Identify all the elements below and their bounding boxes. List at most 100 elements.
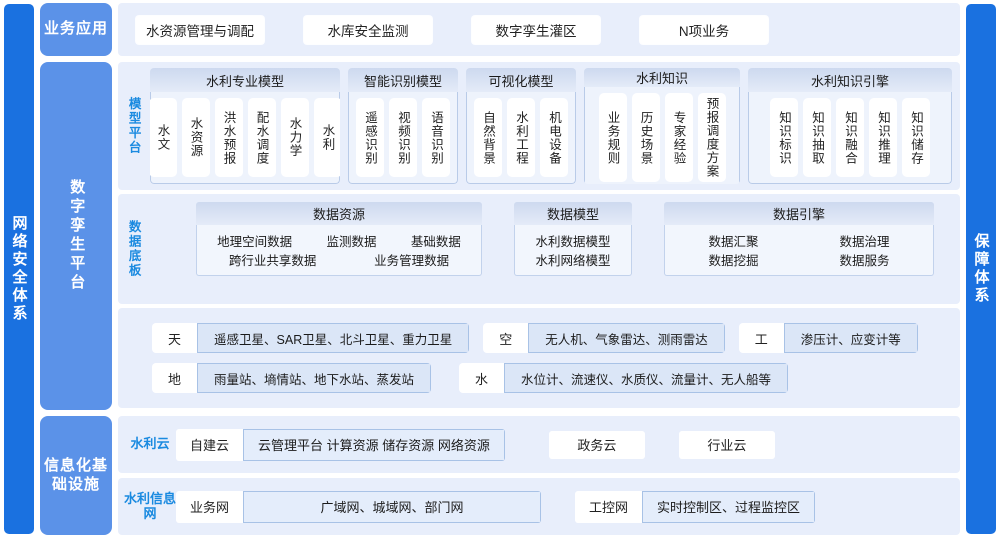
layer-business-applications: 业务应用 水资源管理与调配 水库安全监测 数字孪生灌区 N项业务: [40, 3, 960, 56]
sidebar-guarantee-system: 保障体系: [966, 4, 996, 534]
business-application-list: 水资源管理与调配 水库安全监测 数字孪生灌区 N项业务: [118, 3, 960, 56]
infra-row-water-cloud-label: 水利云: [130, 436, 170, 452]
app-chip-water-resource-management[interactable]: 水资源管理与调配: [136, 15, 264, 44]
app-chip-digital-twin-irrigation[interactable]: 数字孪生灌区: [472, 15, 600, 44]
model-chip[interactable]: 洪水预报: [214, 98, 243, 177]
data-cell[interactable]: 水利网络模型: [535, 254, 611, 268]
layer-informatization-infrastructure-label: 信息化基础设施: [40, 416, 112, 535]
model-chip[interactable]: 知识标识: [770, 98, 798, 177]
sensing-key: 水: [459, 363, 505, 393]
layer-digital-twin-platform: 数字孪生平台 模型平台 水利专业模型 水文 水资源 洪水预报: [40, 62, 960, 410]
app-chip-n-businesses[interactable]: N项业务: [640, 15, 768, 44]
layer-digital-twin-platform-label: 数字孪生平台: [40, 62, 112, 410]
layer-business-applications-label: 业务应用: [40, 3, 112, 56]
data-cell[interactable]: 水利数据模型: [535, 235, 611, 249]
sensing-key: 空: [483, 323, 529, 353]
infra-pill-key: 业务网: [176, 490, 244, 523]
model-chip[interactable]: 知识推理: [869, 98, 897, 177]
sensing-row-2: 地 雨量站、墒情站、地下水站、蒸发站 水 水位计、流速仪、水质仪、流量计、无人船…: [152, 363, 952, 393]
data-cell[interactable]: 业务管理数据: [374, 254, 450, 268]
model-chip[interactable]: 水资源: [181, 98, 210, 177]
infra-pill-industrial-control-network[interactable]: 工控网 实时控制区、过程监控区: [575, 490, 816, 523]
sensing-pill-air[interactable]: 空 无人机、气象雷达、测雨雷达: [483, 323, 725, 353]
sensing-value: 水位计、流速仪、水质仪、流量计、无人船等: [504, 363, 789, 393]
infra-pill-key: 工控网: [575, 490, 643, 523]
model-chip[interactable]: 遥感识别: [356, 98, 384, 177]
infra-pill-value: 广域网、城域网、部门网: [243, 490, 542, 523]
model-chip[interactable]: 自然背景: [474, 98, 502, 177]
app-chip-reservoir-safety-monitoring[interactable]: 水库安全监测: [304, 15, 432, 44]
sensing-key: 天: [152, 323, 198, 353]
diagram-center-column: 业务应用 水资源管理与调配 水库安全监测 数字孪生灌区 N项业务 数字孪生平台 …: [40, 0, 960, 538]
data-cell[interactable]: 数据汇聚: [708, 235, 759, 249]
sensing-value: 无人机、气象雷达、测雨雷达: [528, 323, 725, 353]
section-sensing-sources-spacer: [118, 308, 148, 408]
model-chip[interactable]: 配水调度: [247, 98, 276, 177]
model-group-water-knowledge: 水利知识 业务规则 历史场景 专家经验 预报调度方案: [584, 68, 740, 184]
sensing-value: 渗压计、应变计等: [783, 323, 918, 353]
infra-chip-government-cloud[interactable]: 政务云: [548, 430, 645, 459]
model-group-visualization: 可视化模型 自然背景 水利工程 机电设备: [466, 68, 576, 184]
model-group-professional: 水利专业模型 水文 水资源 洪水预报 配水调度 水力学 水利: [150, 68, 340, 184]
model-chip[interactable]: 机电设备: [540, 98, 568, 177]
data-group-resources-title: 数据资源: [196, 202, 482, 225]
sensing-pill-water[interactable]: 水 水位计、流速仪、水质仪、流量计、无人船等: [459, 363, 789, 393]
data-cell[interactable]: 跨行业共享数据: [228, 254, 317, 268]
model-group-knowledge-engine: 水利知识引擎 知识标识 知识抽取 知识融合 知识推理 知识储存: [748, 68, 952, 184]
sensing-key: 工: [738, 323, 784, 353]
layer-informatization-infrastructure: 信息化基础设施 水利云 自建云 云管理平台 计算资源 储存资源 网络资源 政务云…: [40, 416, 960, 535]
infra-row-water-network: 水利信息网 业务网 广域网、城域网、部门网 工控网 实时控制区、过程监控区: [118, 478, 960, 535]
section-model-platform: 模型平台 水利专业模型 水文 水资源 洪水预报 配水调度 水力学 水利: [118, 62, 960, 190]
sensing-value: 雨量站、墒情站、地下水站、蒸发站: [197, 363, 432, 393]
data-cell[interactable]: 数据服务: [839, 254, 890, 268]
sensing-pill-sky[interactable]: 天 遥感卫星、SAR卫星、北斗卫星、重力卫星: [152, 323, 470, 353]
model-chip[interactable]: 历史场景: [631, 93, 660, 182]
model-chip[interactable]: 专家经验: [664, 93, 693, 182]
model-chip[interactable]: 预报调度方案: [697, 93, 726, 182]
data-cell[interactable]: 数据治理: [839, 235, 890, 249]
sensing-key: 地: [152, 363, 198, 393]
sidebar-guarantee-system-label: 保障体系: [972, 233, 990, 305]
model-chip[interactable]: 知识储存: [902, 98, 930, 177]
sensing-value: 遥感卫星、SAR卫星、北斗卫星、重力卫星: [197, 323, 470, 353]
infra-pill-key: 自建云: [176, 428, 244, 461]
section-sensing-sources: 天 遥感卫星、SAR卫星、北斗卫星、重力卫星 空 无人机、气象雷达、测雨雷达 工…: [118, 308, 960, 408]
data-cell[interactable]: 基础数据: [410, 235, 461, 249]
data-group-engines: 数据引擎 数据汇聚 数据治理 数据挖掘 数据服务: [664, 202, 934, 276]
model-chip[interactable]: 水利工程: [507, 98, 535, 177]
infra-pill-value: 云管理平台 计算资源 储存资源 网络资源: [243, 428, 505, 461]
data-cell[interactable]: 地理空间数据: [217, 235, 293, 249]
infra-row-water-cloud: 水利云 自建云 云管理平台 计算资源 储存资源 网络资源 政务云 行业云: [118, 416, 960, 473]
model-chip[interactable]: 知识融合: [836, 98, 864, 177]
infra-pill-self-built-cloud[interactable]: 自建云 云管理平台 计算资源 储存资源 网络资源: [176, 428, 505, 461]
model-group-water-knowledge-title: 水利知识: [584, 68, 740, 87]
model-group-visualization-title: 可视化模型: [466, 68, 576, 92]
model-chip[interactable]: 视频识别: [389, 98, 417, 177]
infra-pill-business-network[interactable]: 业务网 广域网、城域网、部门网: [176, 490, 542, 523]
data-cell[interactable]: 数据挖掘: [708, 254, 759, 268]
model-group-intelligent-recognition-title: 智能识别模型: [348, 68, 458, 92]
infra-pill-value: 实时控制区、过程监控区: [642, 490, 816, 523]
data-group-models-title: 数据模型: [514, 202, 632, 225]
model-chip[interactable]: 知识抽取: [803, 98, 831, 177]
data-group-resources: 数据资源 地理空间数据 监测数据 基础数据 跨行业共享数据 业务管理数据: [196, 202, 482, 276]
model-chip[interactable]: 业务规则: [598, 93, 627, 182]
model-group-intelligent-recognition: 智能识别模型 遥感识别 视频识别 语音识别: [348, 68, 458, 184]
sensing-pill-works[interactable]: 工 渗压计、应变计等: [738, 323, 918, 353]
sensing-pill-ground[interactable]: 地 雨量站、墒情站、地下水站、蒸发站: [152, 363, 432, 393]
model-group-professional-title: 水利专业模型: [150, 68, 340, 92]
data-cell[interactable]: 监测数据: [326, 235, 377, 249]
model-chip[interactable]: 水力学: [280, 98, 309, 177]
sensing-row-1: 天 遥感卫星、SAR卫星、北斗卫星、重力卫星 空 无人机、气象雷达、测雨雷达 工…: [152, 323, 952, 353]
data-group-models: 数据模型 水利数据模型 水利网络模型: [514, 202, 632, 276]
section-data-foundation: 数据底板 数据资源 地理空间数据 监测数据 基础数据: [118, 194, 960, 304]
model-chip[interactable]: 语音识别: [422, 98, 450, 177]
model-chip[interactable]: 水利: [313, 98, 340, 177]
section-model-platform-label: 模型平台: [126, 97, 141, 155]
section-data-foundation-label: 数据底板: [126, 220, 141, 278]
infra-chip-industry-cloud[interactable]: 行业云: [678, 430, 775, 459]
model-group-knowledge-engine-title: 水利知识引擎: [748, 68, 952, 92]
model-chip[interactable]: 水文: [150, 98, 177, 177]
data-group-engines-title: 数据引擎: [664, 202, 934, 225]
